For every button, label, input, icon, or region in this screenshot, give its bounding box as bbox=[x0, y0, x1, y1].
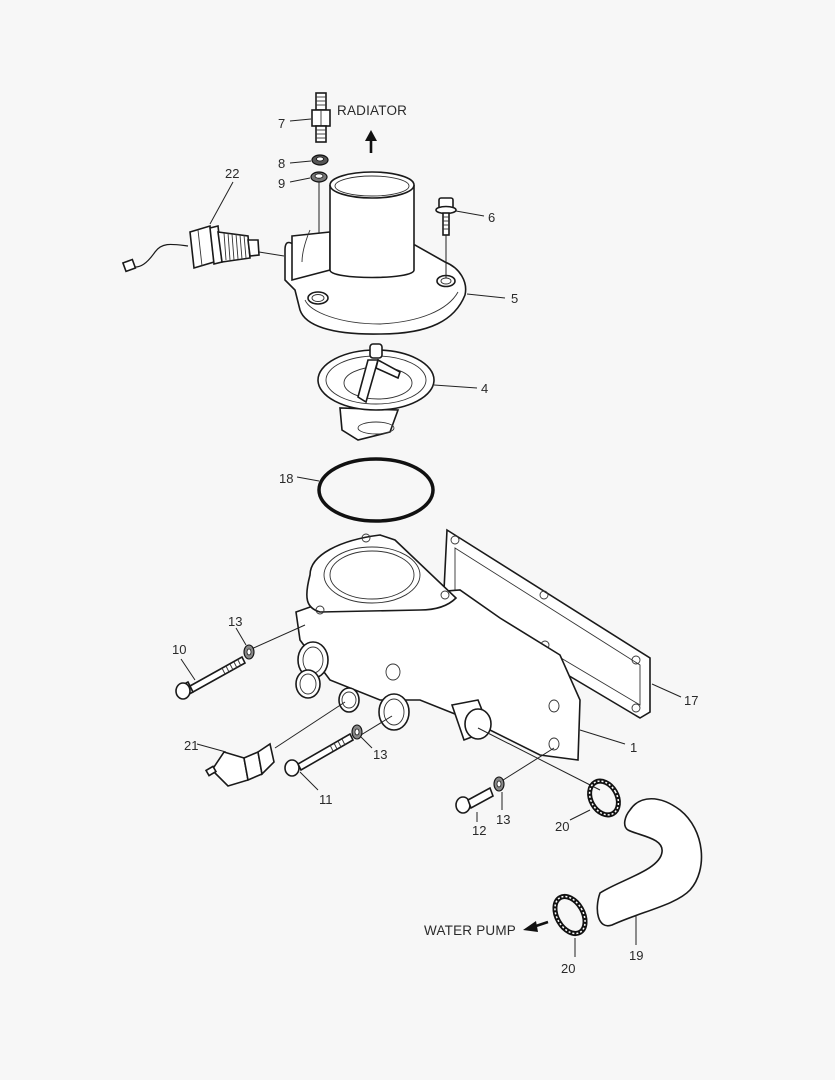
part-20b-hose-clamp-icon bbox=[552, 894, 588, 957]
callout-13a: 13 bbox=[228, 614, 243, 629]
part-4-thermostat-icon bbox=[317, 343, 478, 441]
callout-10: 10 bbox=[172, 642, 187, 657]
part-6-bolt-icon bbox=[435, 197, 485, 278]
callout-4: 4 bbox=[481, 381, 489, 396]
callout-22: 22 bbox=[225, 166, 240, 181]
callout-18: 18 bbox=[279, 471, 294, 486]
part-22-sensor-icon bbox=[121, 181, 285, 273]
callout-6: 6 bbox=[488, 210, 496, 225]
part-13a-washer-icon bbox=[235, 627, 255, 660]
callout-13b: 13 bbox=[373, 747, 388, 762]
part-10-bolt-icon bbox=[175, 655, 247, 700]
callout-9: 9 bbox=[278, 176, 286, 191]
water-pump-flow-arrow-icon bbox=[523, 920, 549, 932]
callout-20b: 20 bbox=[561, 961, 576, 976]
callout-1: 1 bbox=[630, 740, 638, 755]
callout-20a: 20 bbox=[555, 819, 570, 834]
part-18-o-ring-icon bbox=[296, 457, 435, 523]
part-19-coolant-hose-icon bbox=[596, 797, 703, 945]
part-13b-washer-icon bbox=[351, 724, 373, 749]
callout-7: 7 bbox=[278, 116, 286, 131]
part-1-housing-icon bbox=[248, 533, 626, 791]
part-21-sender-icon bbox=[196, 742, 275, 787]
callout-19: 19 bbox=[629, 948, 644, 963]
water-pump-flow-label: WATER PUMP bbox=[424, 923, 516, 938]
callout-12: 12 bbox=[472, 823, 487, 838]
part-11-bolt-icon bbox=[284, 732, 355, 791]
part-7-stud-icon bbox=[289, 92, 331, 143]
part-5-thermostat-cover-icon bbox=[284, 171, 506, 335]
radiator-flow-label: RADIATOR bbox=[337, 103, 408, 118]
part-12-bolt-icon bbox=[455, 786, 494, 822]
part-13c-washer-icon bbox=[493, 776, 505, 810]
part-20a-hose-clamp-icon bbox=[569, 778, 621, 821]
callout-13c: 13 bbox=[496, 812, 511, 827]
callout-11: 11 bbox=[319, 792, 333, 807]
callout-17: 17 bbox=[684, 693, 699, 708]
part-8-washer-icon bbox=[289, 154, 329, 166]
callout-8: 8 bbox=[278, 156, 286, 171]
radiator-flow-arrow-icon bbox=[365, 130, 377, 153]
callout-5: 5 bbox=[511, 291, 519, 306]
callout-21: 21 bbox=[184, 738, 199, 753]
